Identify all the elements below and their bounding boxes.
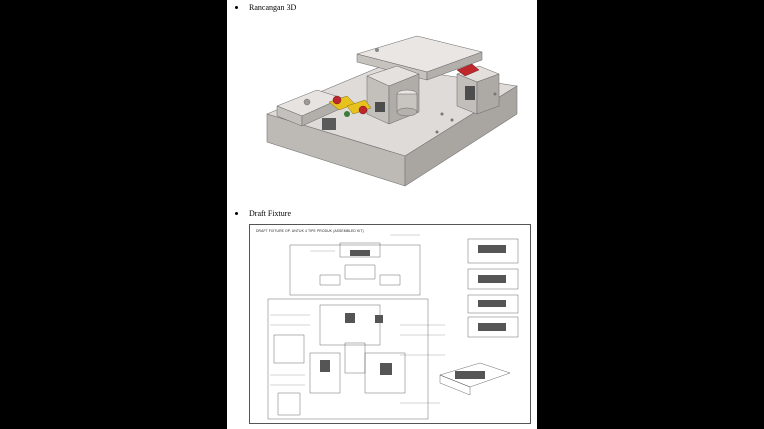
fixture-draft-drawing: DRAFT FIXTURE OP. UNTUK 4 TIPE PRODUK (A… bbox=[249, 224, 531, 424]
bullet-rancangan-3d: Rancangan 3D bbox=[235, 3, 296, 12]
section-heading-3d: Rancangan 3D bbox=[249, 3, 297, 12]
fixture-3d-render bbox=[247, 14, 532, 202]
bullet-dot-icon bbox=[235, 5, 238, 9]
drawing-sheet-title: DRAFT FIXTURE OP. UNTUK 4 TIPE PRODUK (A… bbox=[256, 229, 364, 233]
bullet-draft-fixture: Draft Fixture bbox=[235, 209, 291, 218]
section-heading-draft: Draft Fixture bbox=[249, 209, 291, 218]
bullet-dot-icon bbox=[235, 211, 238, 215]
drawing-linework bbox=[267, 234, 519, 420]
document-page: Rancangan 3D bbox=[227, 0, 537, 429]
